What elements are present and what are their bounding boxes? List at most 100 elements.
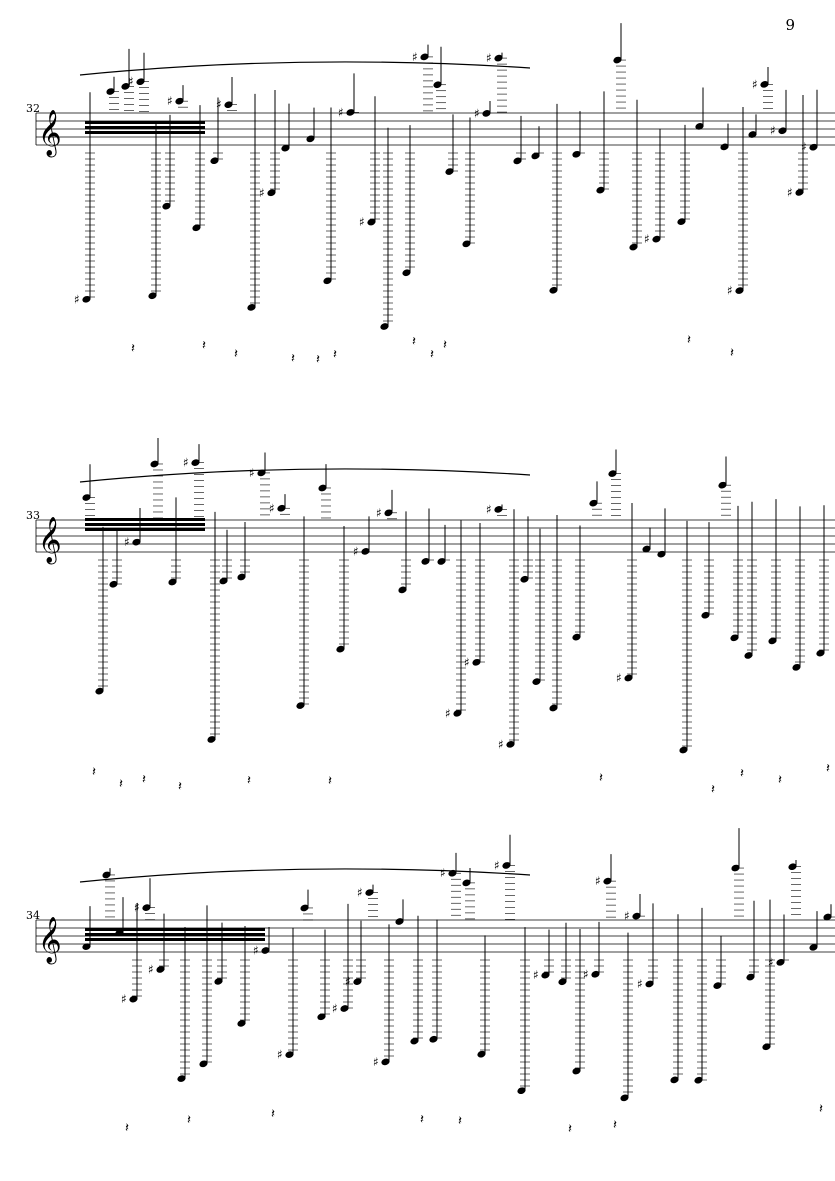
notehead: [701, 611, 710, 619]
notehead: [121, 83, 130, 90]
sharp-icon: ♯: [583, 967, 589, 981]
rest-icon: 𝄽: [119, 777, 123, 792]
rest-icon: 𝄽: [131, 341, 135, 356]
notehead: [367, 218, 376, 226]
notehead: [421, 558, 430, 565]
notehead: [150, 460, 159, 468]
notehead: [670, 1076, 679, 1084]
sharp-icon: ♯: [269, 501, 275, 515]
notehead: [589, 499, 598, 507]
notehead: [453, 709, 462, 717]
notehead: [317, 1013, 326, 1021]
sharp-icon: ♯: [74, 292, 80, 306]
notehead: [156, 966, 165, 973]
beam: [85, 933, 265, 936]
notehead: [809, 143, 818, 151]
notehead: [214, 978, 223, 985]
sharp-icon: ♯: [787, 185, 793, 199]
notehead: [748, 131, 757, 138]
sharp-icon: ♯: [440, 866, 446, 880]
notehead: [115, 929, 124, 937]
notehead: [318, 484, 327, 492]
notehead: [210, 157, 219, 165]
sharp-icon: ♯: [216, 98, 222, 112]
measure-number-33: 33: [26, 509, 40, 522]
sharp-icon: ♯: [498, 737, 504, 751]
beam: [85, 938, 265, 941]
notehead: [591, 970, 600, 978]
sharp-icon: ♯: [253, 943, 259, 957]
sharp-icon: ♯: [148, 962, 154, 976]
notehead: [572, 150, 581, 158]
notehead: [410, 1037, 419, 1045]
slur: [79, 61, 531, 76]
notehead: [477, 1050, 486, 1058]
notehead: [267, 189, 276, 197]
svg-text:𝄞: 𝄞: [38, 517, 62, 565]
notation-marks: ♯𝄽♯♯𝄽♯𝄽♯𝄽𝄽𝄽♯♯𝄽♯𝄽𝄽♯♯♯𝄽𝄽♯♯♯♯♯𝄽𝄽♯𝄽𝄽♯𝄽♯♯𝄽♯♯♯…: [74, 23, 835, 1137]
sharp-icon: ♯: [486, 51, 492, 65]
slur: [79, 468, 531, 483]
notehead: [549, 286, 558, 294]
notehead: [792, 663, 801, 671]
notehead: [762, 1043, 771, 1051]
sharp-icon: ♯: [128, 75, 134, 89]
notehead: [95, 687, 104, 695]
notehead: [720, 143, 729, 151]
notehead: [162, 202, 171, 210]
notehead: [361, 548, 370, 555]
notehead: [384, 509, 393, 517]
sharp-icon: ♯: [373, 1055, 379, 1069]
notehead: [657, 550, 666, 558]
beam: [85, 928, 265, 931]
notehead: [713, 982, 722, 989]
svg-text:𝄞: 𝄞: [38, 110, 62, 158]
sharp-icon: ♯: [801, 140, 807, 154]
sharp-icon: ♯: [624, 909, 630, 923]
notehead: [168, 578, 177, 586]
notehead: [472, 658, 481, 666]
rest-icon: 𝄽: [271, 1107, 275, 1122]
notehead: [224, 101, 233, 109]
notehead: [177, 1075, 186, 1082]
rest-icon: 𝄽: [316, 353, 320, 368]
sharp-icon: ♯: [486, 502, 492, 516]
beam: [85, 126, 205, 129]
notehead: [823, 913, 832, 921]
rest-icon: 𝄽: [458, 1114, 462, 1129]
sharp-icon: ♯: [338, 105, 344, 119]
notehead: [558, 978, 567, 986]
notehead: [816, 649, 825, 657]
notehead: [261, 947, 270, 954]
notehead: [718, 481, 727, 489]
svg-text:𝄞: 𝄞: [38, 917, 62, 965]
rest-icon: 𝄽: [187, 1113, 191, 1128]
notehead: [191, 459, 200, 466]
notehead: [296, 702, 305, 709]
notehead: [175, 97, 184, 105]
notehead: [768, 637, 777, 645]
rest-icon: 𝄽: [740, 766, 744, 781]
notehead: [735, 287, 744, 294]
rest-icon: 𝄽: [328, 774, 332, 789]
notehead: [572, 1067, 581, 1075]
measure-number-32: 32: [26, 102, 40, 115]
notehead: [445, 168, 454, 175]
notehead: [482, 110, 491, 117]
notehead: [346, 109, 355, 116]
notehead: [277, 504, 286, 512]
notehead: [102, 871, 111, 879]
notehead: [192, 224, 201, 232]
rest-icon: 𝄽: [711, 783, 715, 798]
treble-clef-icon: 𝄞: [38, 517, 62, 565]
notehead: [502, 862, 511, 869]
notehead: [257, 469, 266, 477]
notehead: [247, 304, 256, 311]
sharp-icon: ♯: [345, 975, 351, 989]
notehead: [395, 918, 404, 925]
notehead: [760, 81, 769, 88]
sharp-icon: ♯: [359, 215, 365, 229]
rest-icon: 𝄽: [599, 771, 603, 786]
notehead: [336, 645, 345, 653]
